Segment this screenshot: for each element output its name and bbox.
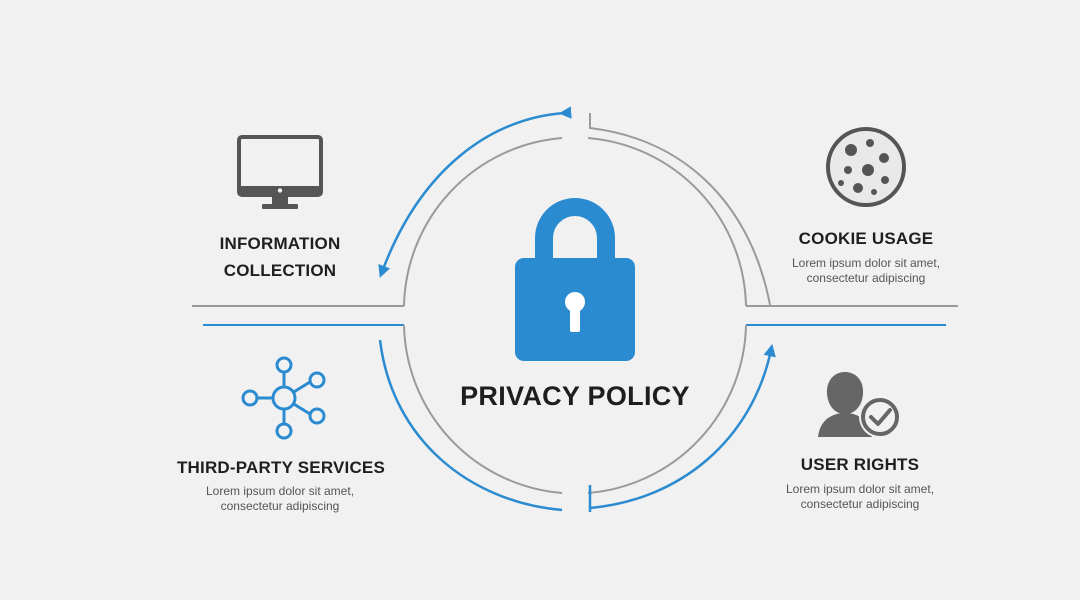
third-party-desc-line1: Lorem ipsum dolor sit amet, — [205, 484, 355, 498]
cookie-icon — [826, 127, 906, 207]
third-party-services-description: Lorem ipsum dolor sit amet, consectetur … — [180, 484, 380, 514]
inner-ring-top-right — [587, 137, 747, 307]
padlock-icon — [515, 198, 635, 361]
cookie-usage-title: COOKIE USAGE — [798, 229, 934, 248]
outer-arc-top-right — [589, 113, 771, 306]
center-title: PRIVACY POLICY — [460, 381, 690, 411]
third-party-services-title: THIRD-PARTY SERVICES — [176, 458, 386, 477]
outer-arc-bottom-left — [378, 339, 563, 512]
information-collection-title: INFORMATION COLLECTION — [178, 230, 382, 284]
user-rights-desc-line1: Lorem ipsum dolor sit amet, — [785, 482, 935, 496]
cookie-usage-desc-line2: consectetur adipiscing — [806, 271, 926, 285]
outer-arc-bottom-right-arrow — [588, 350, 771, 512]
network-hub-icon — [241, 356, 326, 440]
user-check-icon — [818, 372, 901, 438]
outer-arc-top-left-arrow — [378, 106, 572, 278]
inner-ring-bottom-left — [403, 324, 563, 494]
computer-monitor-icon — [237, 135, 323, 209]
information-collection-title-line2: COLLECTION — [223, 261, 337, 280]
information-collection-title-line1: INFORMATION — [219, 234, 341, 253]
inner-ring-bottom-right — [587, 324, 747, 494]
user-rights-title: USER RIGHTS — [800, 455, 920, 474]
third-party-desc-line2: consectetur adipiscing — [220, 499, 340, 513]
user-rights-desc-line2: consectetur adipiscing — [800, 497, 920, 511]
cookie-usage-description: Lorem ipsum dolor sit amet, consectetur … — [766, 256, 966, 286]
cookie-usage-desc-line1: Lorem ipsum dolor sit amet, — [791, 256, 941, 270]
user-rights-description: Lorem ipsum dolor sit amet, consectetur … — [760, 482, 960, 512]
